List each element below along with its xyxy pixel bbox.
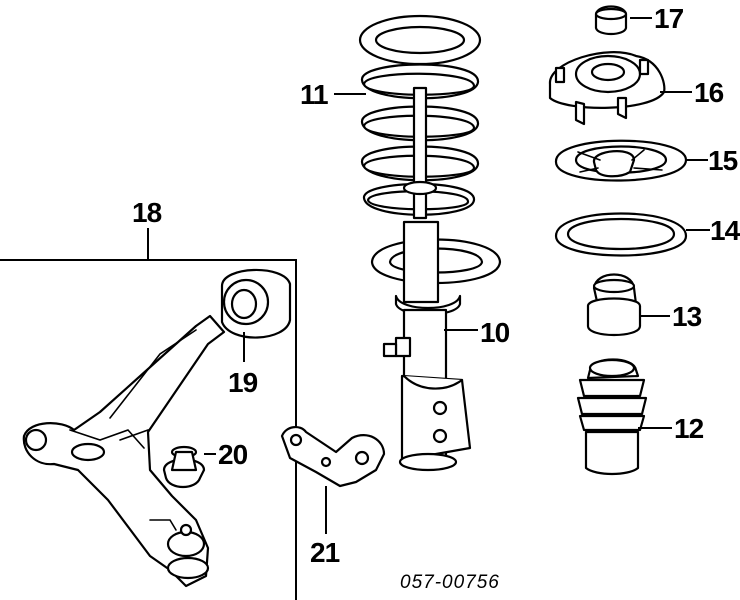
strut-mount: [548, 51, 666, 126]
callout-10: 10: [480, 317, 510, 348]
callout-15: 15: [708, 145, 738, 176]
lower-arm-frame: [0, 228, 297, 600]
dust-cap: [594, 5, 628, 36]
upper-spring-seat: [554, 139, 688, 182]
callout-14: 14: [710, 215, 740, 246]
leader-lines: [204, 17, 710, 534]
callout-19: 19: [228, 367, 258, 398]
callout-13: 13: [672, 301, 702, 332]
callout-17: 17: [654, 3, 684, 34]
arm-bushing: [220, 268, 292, 339]
callout-11: 11: [300, 79, 328, 110]
stabilizer-bracket: [280, 426, 386, 488]
coil-spring: [358, 14, 482, 220]
dust-boot: [576, 358, 648, 476]
bump-stopper: [586, 273, 642, 336]
strut-assembly: [370, 220, 502, 472]
ball-joint-boot: [162, 445, 206, 489]
callout-18: 18: [132, 197, 162, 228]
callout-20: 20: [218, 439, 248, 470]
diagram-code: 057-00756: [400, 572, 500, 593]
spring-insulator: [554, 212, 688, 257]
callout-16: 16: [694, 77, 724, 108]
lower-control-arm: [22, 314, 226, 588]
callout-21: 21: [310, 537, 340, 568]
callout-12: 12: [674, 413, 704, 444]
